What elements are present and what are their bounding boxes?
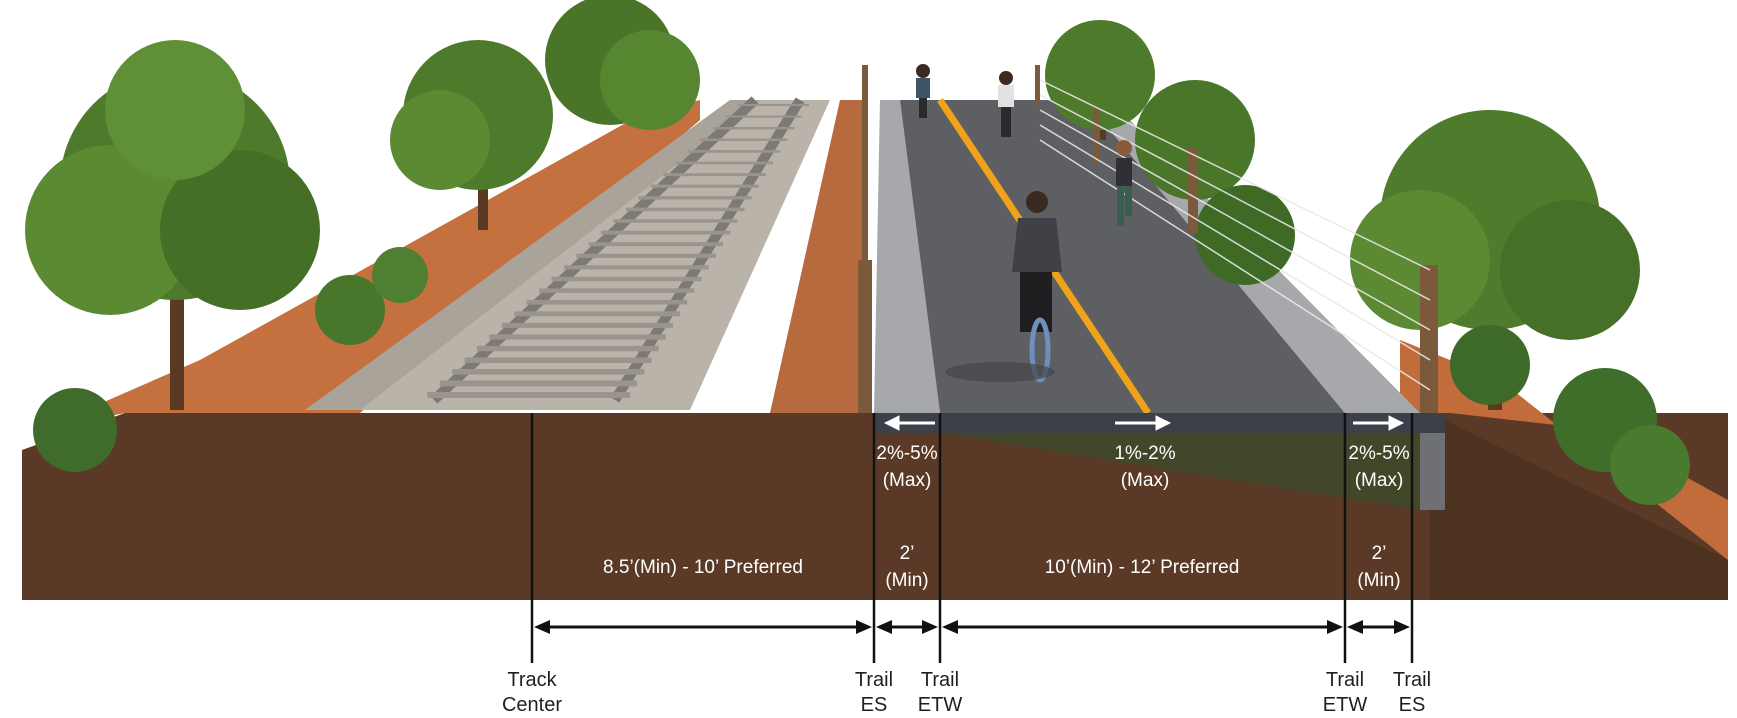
right-slope-soil bbox=[1430, 413, 1728, 600]
ref-trail-etw-right-line1: Trail bbox=[1326, 669, 1364, 691]
dim-arrow-trail bbox=[942, 620, 1343, 634]
trail-users bbox=[916, 64, 1132, 383]
trail-left-shoulder bbox=[874, 100, 940, 413]
width-left-shoulder-value: 2’ bbox=[900, 543, 915, 564]
ref-trail-es-left-line1: Trail bbox=[855, 669, 893, 691]
width-right-shoulder-value: 2’ bbox=[1372, 543, 1387, 564]
ref-trail-etw-left-line1: Trail bbox=[921, 669, 959, 691]
tree-left-far bbox=[545, 0, 700, 130]
trail-fence bbox=[858, 65, 1438, 415]
width-right-shoulder-qualifier: (Min) bbox=[1357, 570, 1400, 591]
slope-arrow-right bbox=[1353, 415, 1405, 431]
tree-left-large bbox=[25, 40, 320, 410]
slope-left-value: 2%-5% bbox=[876, 443, 937, 464]
ref-track-center-line1: Track bbox=[507, 669, 557, 691]
cyclist-far-right bbox=[998, 71, 1014, 137]
slope-right-value: 2%-5% bbox=[1348, 443, 1409, 464]
slope-trail-value: 1%-2% bbox=[1114, 443, 1175, 464]
tree-left-mid bbox=[390, 40, 553, 230]
track-ballast-shade bbox=[305, 100, 760, 410]
cyclist-front bbox=[945, 191, 1062, 383]
fence-wires bbox=[1039, 79, 1431, 391]
fence-post bbox=[1188, 148, 1198, 233]
ref-trail-etw-right-line2: ETW bbox=[1323, 694, 1368, 716]
ref-trail-es-right-line2: ES bbox=[1399, 694, 1426, 716]
slope-arrows bbox=[883, 415, 1405, 431]
runner bbox=[1116, 140, 1132, 226]
dim-arrow-track-offset bbox=[534, 620, 872, 634]
ref-trail-es-right-line1: Trail bbox=[1393, 669, 1431, 691]
slope-left-qualifier: (Max) bbox=[883, 470, 932, 491]
ref-trail-es-left-line2: ES bbox=[861, 694, 888, 716]
railroad-track bbox=[427, 96, 809, 404]
fence-post bbox=[1035, 65, 1040, 105]
dim-arrow-right-shoulder bbox=[1347, 620, 1410, 634]
width-track-offset-label: 8.5’(Min) - 10’ Preferred bbox=[603, 557, 803, 578]
width-left-shoulder-qualifier: (Min) bbox=[885, 570, 928, 591]
left-dirt-slope bbox=[40, 100, 700, 430]
ref-track-center-line2: Center bbox=[502, 694, 562, 716]
slope-right-qualifier: (Max) bbox=[1355, 470, 1404, 491]
railroad-ties bbox=[427, 104, 809, 398]
slope-arrow-trail bbox=[1115, 415, 1172, 431]
fence-post bbox=[1093, 108, 1100, 163]
dimension-arrows bbox=[534, 620, 1410, 634]
slope-arrow-left bbox=[883, 415, 935, 431]
fence-dirt-strip bbox=[770, 100, 866, 413]
dim-arrow-left-shoulder bbox=[876, 620, 938, 634]
fence-post bbox=[862, 65, 868, 265]
width-trail-label: 10’(Min) - 12’ Preferred bbox=[1045, 557, 1240, 578]
trail-asphalt bbox=[900, 100, 1345, 413]
reference-lines bbox=[530, 413, 1414, 663]
shrub-left-low bbox=[33, 247, 428, 472]
slope-trail-qualifier: (Max) bbox=[1121, 470, 1170, 491]
fence-post bbox=[858, 260, 872, 413]
trail-section-green-face bbox=[940, 433, 1420, 510]
trail-side-wall bbox=[1420, 413, 1445, 510]
fence-post bbox=[1420, 265, 1438, 415]
shrub-right-low bbox=[1450, 325, 1690, 505]
ref-trail-etw-left-line2: ETW bbox=[918, 694, 963, 716]
cyclist-far-left bbox=[916, 64, 930, 118]
